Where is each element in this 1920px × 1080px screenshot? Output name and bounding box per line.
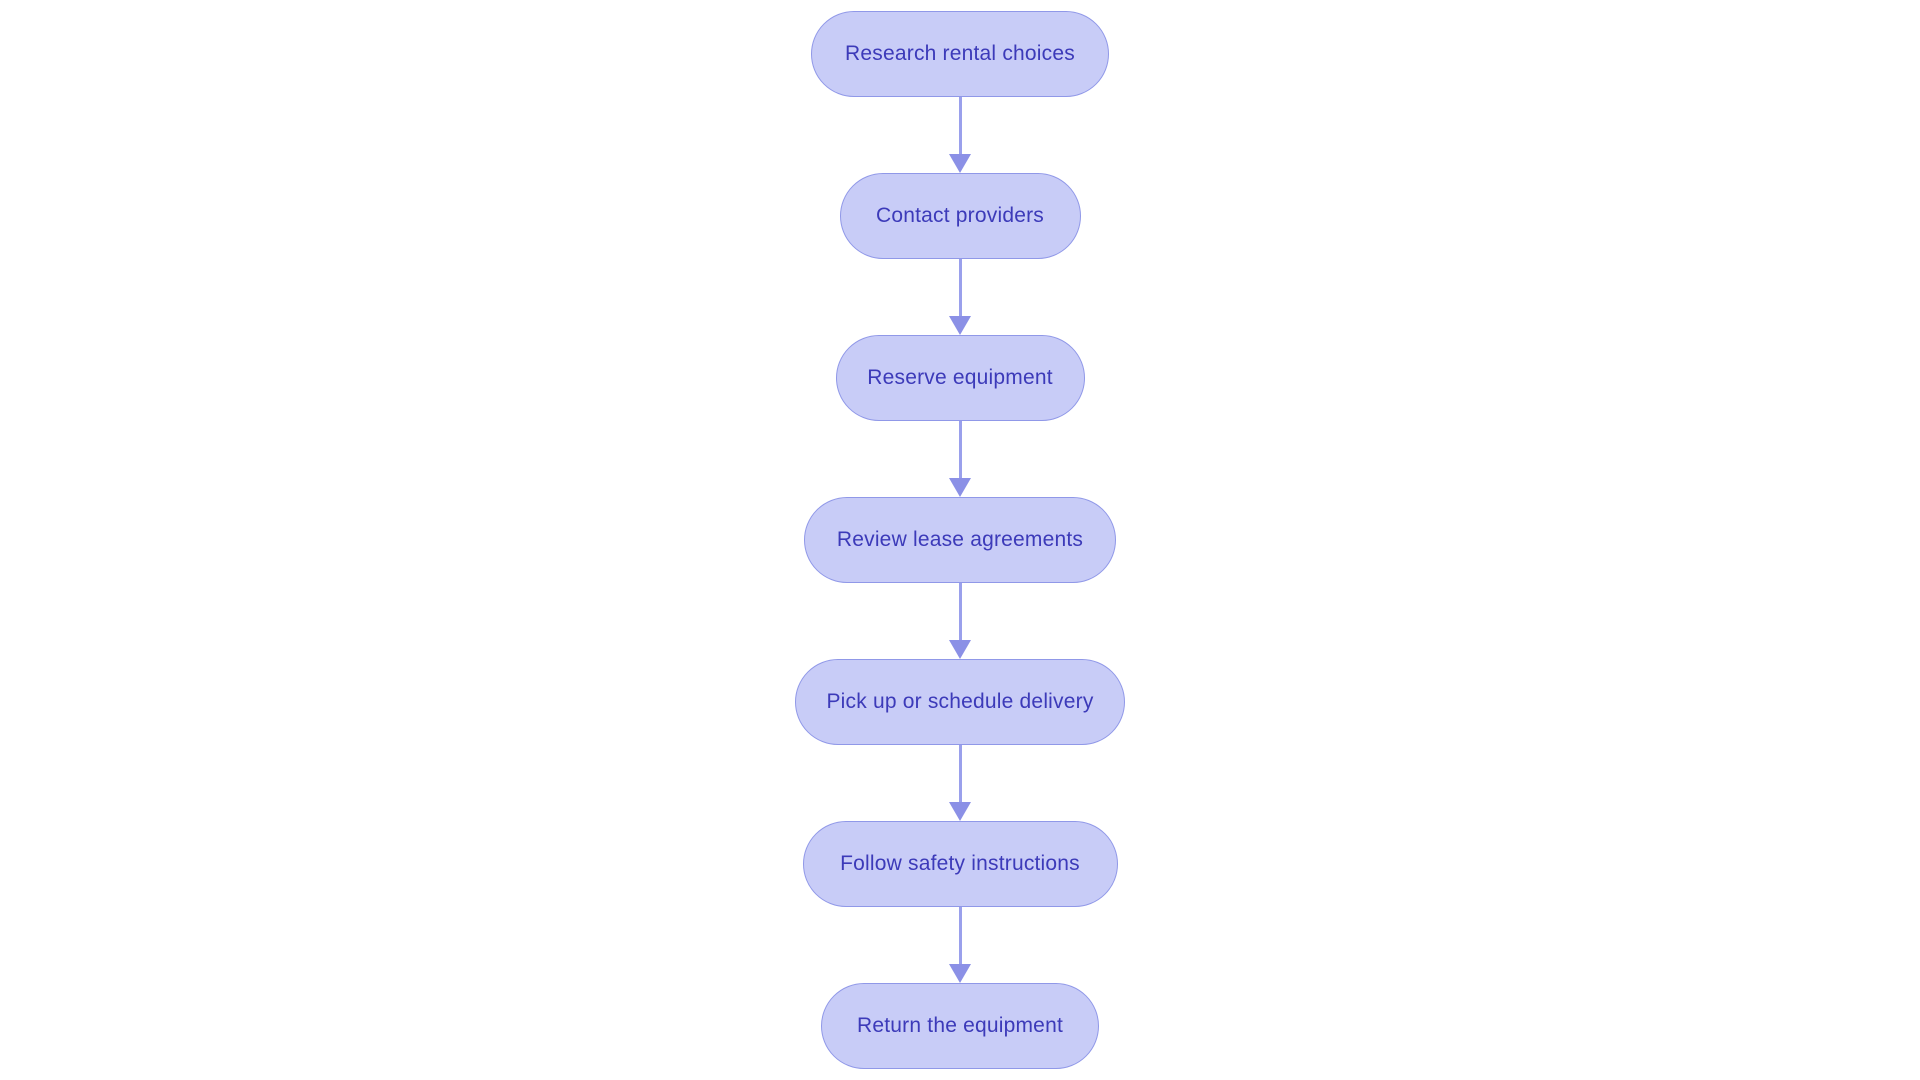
arrow-head-icon xyxy=(949,154,971,173)
flow-node: Research rental choices xyxy=(811,11,1109,97)
arrow-head-icon xyxy=(949,802,971,821)
flow-node-label: Follow safety instructions xyxy=(840,852,1080,875)
flow-arrow xyxy=(949,97,971,173)
arrow-head-icon xyxy=(949,316,971,335)
flow-node-label: Review lease agreements xyxy=(836,528,1084,551)
flow-node-label: Return the equipment xyxy=(857,1014,1063,1037)
arrow-head-icon xyxy=(949,964,971,983)
arrow-line xyxy=(958,745,962,802)
arrow-line xyxy=(958,259,962,316)
arrow-head-icon xyxy=(949,640,971,659)
flow-node: Reserve equipment xyxy=(835,335,1085,421)
flow-node-label: Research rental choices xyxy=(845,42,1075,65)
flow-node-label: Contact providers xyxy=(876,204,1044,227)
flow-node: Follow safety instructions xyxy=(802,821,1118,907)
arrow-line xyxy=(958,907,962,964)
flow-node-label: Reserve equipment xyxy=(867,366,1053,389)
flow-arrow xyxy=(949,907,971,983)
flow-arrow xyxy=(949,745,971,821)
arrow-line xyxy=(958,97,962,154)
flow-node: Contact providers xyxy=(839,173,1081,259)
flow-node: Pick up or schedule delivery xyxy=(795,659,1125,745)
flow-node: Return the equipment xyxy=(821,983,1099,1069)
flow-node: Review lease agreements xyxy=(804,497,1116,583)
flow-arrow xyxy=(949,421,971,497)
arrow-line xyxy=(958,583,962,640)
flow-arrow xyxy=(949,583,971,659)
flow-node-label: Pick up or schedule delivery xyxy=(826,690,1094,713)
arrow-line xyxy=(958,421,962,478)
flow-arrow xyxy=(949,259,971,335)
arrow-head-icon xyxy=(949,478,971,497)
